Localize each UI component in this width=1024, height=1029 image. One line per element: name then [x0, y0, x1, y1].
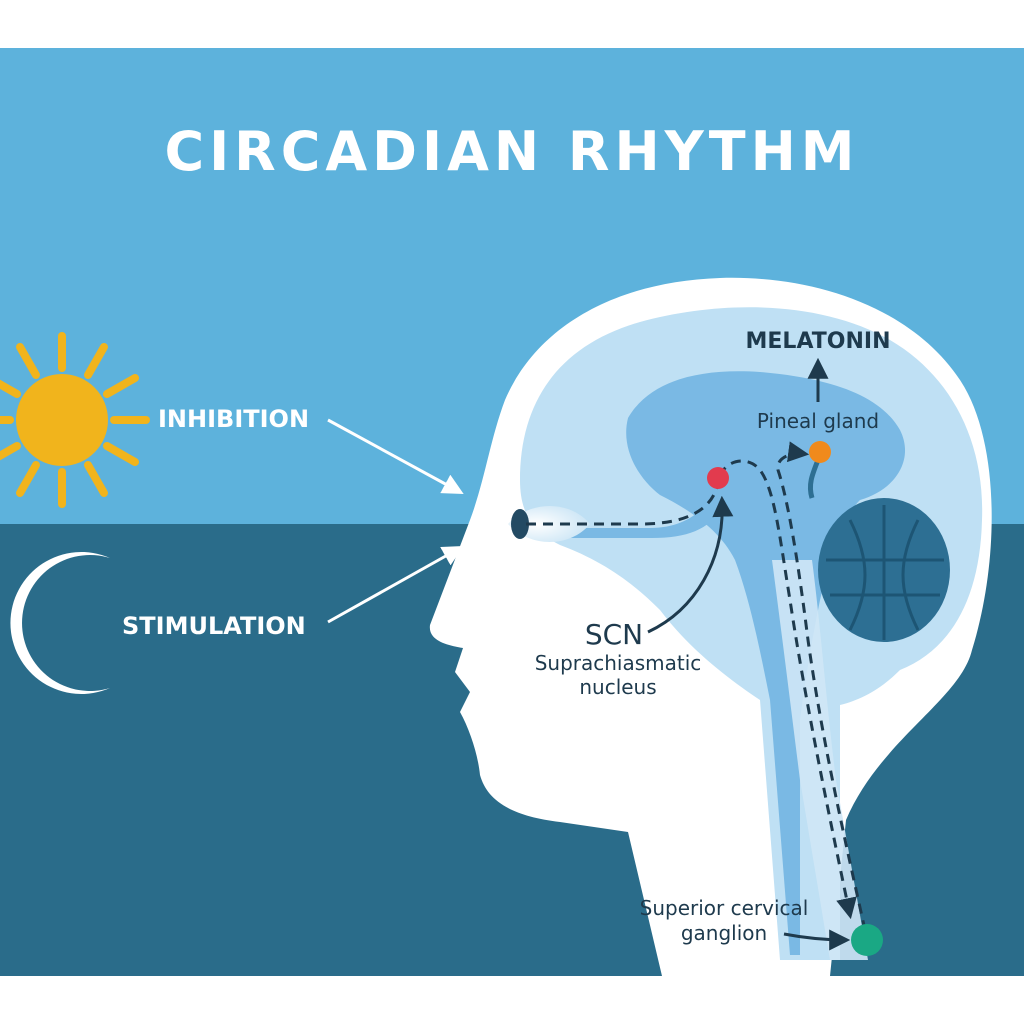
brain-inner	[626, 371, 906, 956]
ganglion-label-line2: ganglion	[681, 921, 767, 945]
stimulation-label: STIMULATION	[122, 612, 306, 640]
diagram-title: CIRCADIAN RHYTHM	[164, 120, 859, 183]
scn-label: SCN	[585, 618, 643, 651]
scn-node	[707, 467, 729, 489]
ganglion-pointer-arrow	[783, 929, 851, 951]
ganglion-label-line1: Superior cervical	[640, 896, 809, 920]
ganglion-node	[851, 924, 883, 956]
stimulation-arrow	[327, 545, 464, 624]
sun-icon	[0, 332, 150, 508]
inhibition-arrow	[327, 418, 464, 495]
melatonin-label: MELATONIN	[746, 329, 891, 354]
optic-nerve	[552, 478, 728, 538]
pineal-gland-node	[807, 441, 831, 499]
pineal-gland-label: Pineal gland	[757, 409, 879, 433]
scn-full-name-line1: Suprachiasmatic	[535, 651, 702, 675]
pathway-scn-to-ganglion	[718, 459, 857, 920]
scn-pointer-arrow	[647, 495, 734, 634]
pathway-ganglion-to-pineal	[776, 441, 867, 931]
cerebellum	[818, 498, 950, 642]
scn-full-name-line2: nucleus	[579, 675, 656, 699]
inhibition-label: INHIBITION	[158, 405, 309, 433]
spinal-cord	[772, 560, 868, 960]
